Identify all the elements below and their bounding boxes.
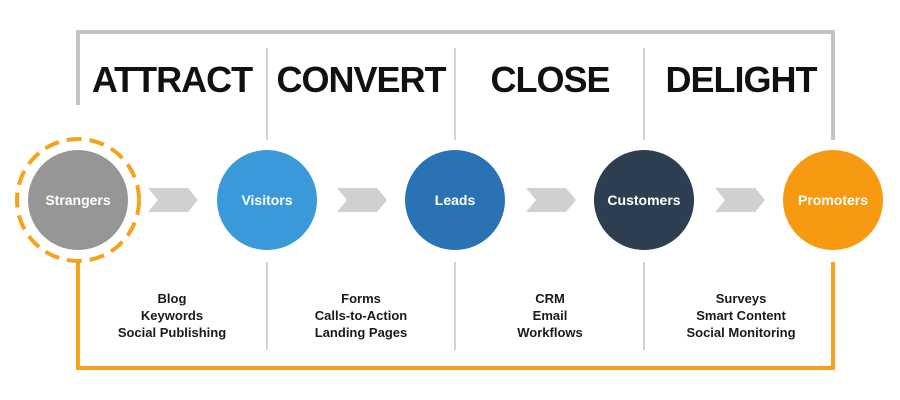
node-label-leads: Leads [435,192,476,208]
chevron-arrow-icon [337,188,387,212]
tactic-item: Blog [158,291,187,306]
stage-title-convert: CONVERT [276,59,446,100]
node-visitors [217,150,317,250]
tactic-item: CRM [535,291,565,306]
top-frame-line [76,30,835,140]
tactic-item: Keywords [141,308,203,323]
node-label-promoters: Promoters [798,192,868,208]
stage-title-close: CLOSE [490,59,609,100]
tactic-item: Email [533,308,568,323]
chevron-arrow-icon [526,188,576,212]
node-label-strangers: Strangers [45,192,111,208]
tactic-item: Landing Pages [315,325,407,340]
node-strangers [28,150,128,250]
chevron-arrow-icon [715,188,765,212]
tactic-item: Workflows [517,325,583,340]
tactic-item: Surveys [716,291,767,306]
stage-title-attract: ATTRACT [92,59,253,100]
feedback-loop-line [76,262,835,370]
node-leads [405,150,505,250]
chevron-arrow-icon [148,188,198,212]
tactic-item: Social Monitoring [686,325,795,340]
tactic-item: Smart Content [696,308,786,323]
tactic-item: Forms [341,291,381,306]
node-promoters [783,150,883,250]
node-label-customers: Customers [607,192,680,208]
tactic-item: Social Publishing [118,325,226,340]
tactic-item: Calls-to-Action [315,308,408,323]
node-customers [594,150,694,250]
node-label-visitors: Visitors [241,192,292,208]
stage-title-delight: DELIGHT [666,59,818,100]
